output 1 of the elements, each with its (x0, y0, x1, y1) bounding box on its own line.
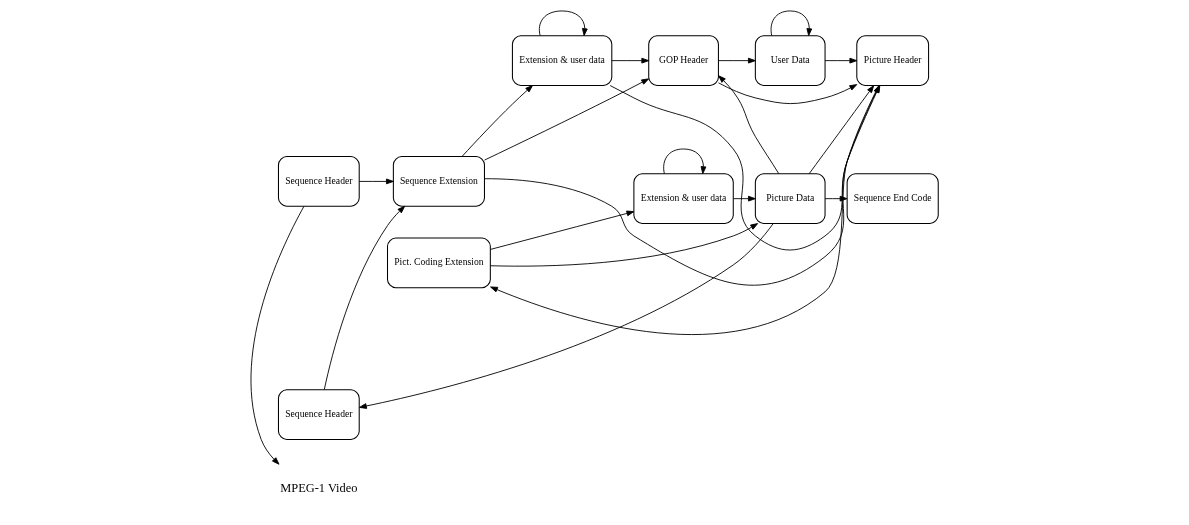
node-text: MPEG-1 Video (280, 481, 358, 496)
